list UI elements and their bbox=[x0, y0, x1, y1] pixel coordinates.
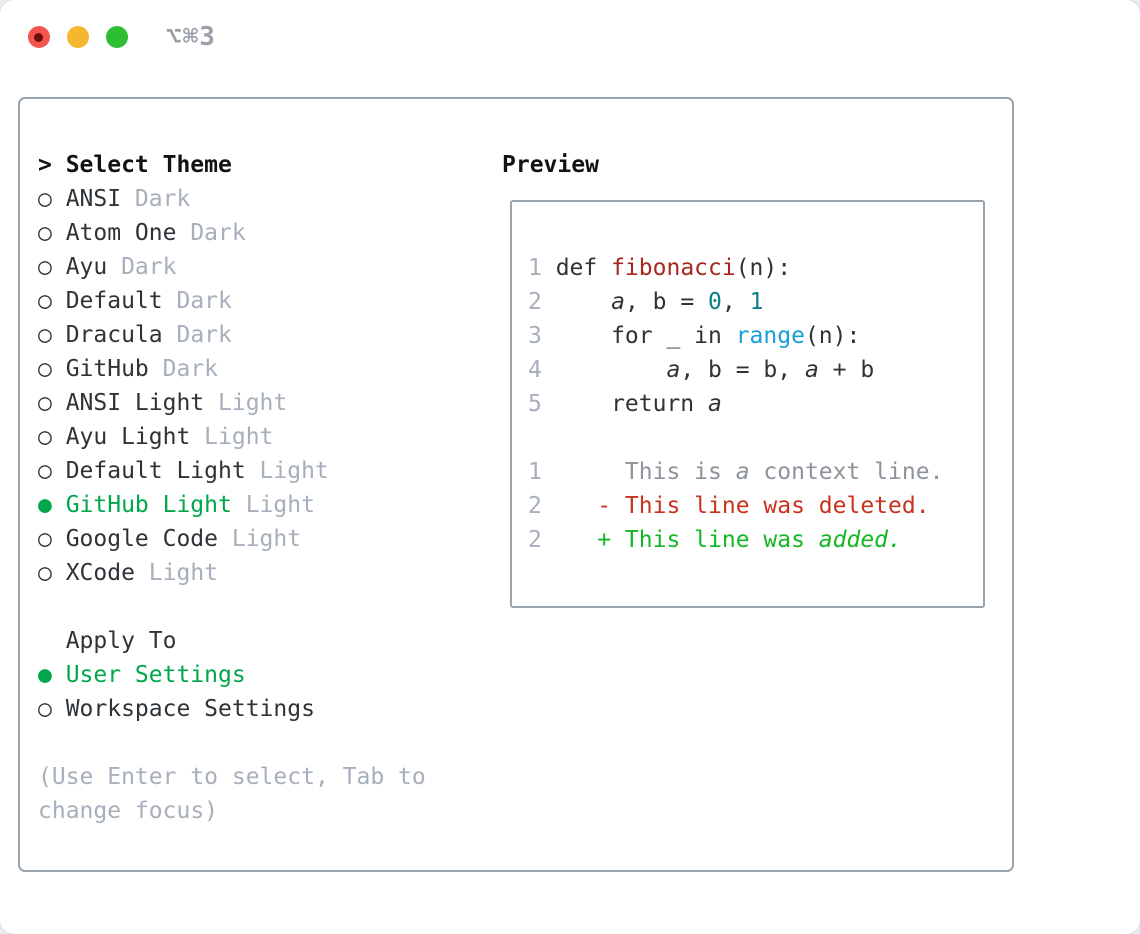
help-text-line1: (Use Enter to select, Tab to bbox=[38, 764, 426, 790]
theme-option-ansi-dark[interactable]: ○ ANSI Dark bbox=[38, 182, 426, 216]
theme-label: GitHub bbox=[65, 356, 149, 382]
theme-variant: Light bbox=[148, 560, 219, 586]
theme-label: ANSI Light bbox=[65, 390, 205, 416]
theme-option-ayu-dark[interactable]: ○ Ayu Dark bbox=[38, 250, 426, 284]
focus-caret-icon: > bbox=[38, 152, 52, 178]
window-shortcut-label: ⌥⌘3 bbox=[166, 22, 216, 52]
theme-label: Dracula bbox=[65, 322, 163, 348]
line-number: 2 bbox=[528, 527, 542, 553]
title-bar: ⌥⌘3 bbox=[0, 0, 1140, 72]
theme-option-xcode[interactable]: ○ XCode Light bbox=[38, 556, 426, 590]
radio-icon: ○ bbox=[38, 186, 52, 212]
theme-variant: Light bbox=[259, 458, 329, 484]
line-number: 1 bbox=[528, 255, 542, 281]
theme-variant: Dark bbox=[176, 322, 232, 348]
theme-variant: Light bbox=[245, 492, 315, 518]
radio-icon: ○ bbox=[38, 560, 52, 586]
theme-label: XCode bbox=[65, 560, 135, 586]
theme-option-google-code[interactable]: ○ Google Code Light bbox=[38, 522, 426, 556]
code-line: 1 def fibonacci(n): bbox=[528, 251, 983, 285]
theme-label: ANSI bbox=[65, 186, 122, 212]
radio-icon: ○ bbox=[38, 356, 52, 382]
theme-label: Ayu bbox=[65, 254, 108, 280]
select-theme-header: > Select Theme bbox=[38, 148, 426, 182]
diff-text: - This line was deleted. bbox=[555, 493, 930, 519]
line-number: 4 bbox=[528, 357, 542, 383]
theme-variant: Dark bbox=[162, 356, 219, 382]
line-number: 1 bbox=[528, 459, 542, 485]
apply-option-label: User Settings bbox=[65, 662, 246, 688]
code-line: 4 a, b = b, a + b bbox=[528, 353, 983, 387]
radio-selected-icon: ● bbox=[38, 662, 52, 688]
theme-variant: Light bbox=[204, 424, 274, 450]
main-panel: > Select Theme ○ ANSI Dark ○ Atom One Da… bbox=[18, 97, 1014, 872]
line-number: 5 bbox=[528, 391, 542, 417]
theme-variant: Dark bbox=[190, 220, 246, 246]
radio-icon: ○ bbox=[38, 390, 52, 416]
apply-option-workspace-settings[interactable]: ○ Workspace Settings bbox=[38, 692, 426, 726]
theme-option-github-dark[interactable]: ○ GitHub Dark bbox=[38, 352, 426, 386]
diff-context-line: 1 This is a context line. bbox=[528, 455, 983, 489]
theme-option-ayu-light[interactable]: ○ Ayu Light Light bbox=[38, 420, 426, 454]
theme-option-ansi-light[interactable]: ○ ANSI Light Light bbox=[38, 386, 426, 420]
radio-icon: ○ bbox=[38, 288, 52, 314]
preview-title: Preview bbox=[502, 152, 599, 178]
code-line: 5 return a bbox=[528, 387, 983, 421]
theme-option-default-dark[interactable]: ○ Default Dark bbox=[38, 284, 426, 318]
radio-icon: ○ bbox=[38, 322, 52, 348]
zoom-button[interactable] bbox=[106, 26, 128, 48]
close-indicator-dot bbox=[34, 33, 43, 42]
theme-selector: > Select Theme ○ ANSI Dark ○ Atom One Da… bbox=[38, 148, 426, 828]
theme-label: Google Code bbox=[65, 526, 219, 552]
code-text: a, b = 0, 1 bbox=[611, 289, 764, 315]
diff-text: + This line was added. bbox=[555, 527, 902, 553]
radio-selected-icon: ● bbox=[38, 492, 52, 518]
code-text: def fibonacci(n): bbox=[555, 255, 792, 281]
radio-icon: ○ bbox=[38, 220, 52, 246]
code-text: a, b = b, a + b bbox=[666, 357, 875, 383]
theme-label: Atom One bbox=[65, 220, 177, 246]
apply-to-header: Apply To bbox=[38, 624, 426, 658]
radio-icon: ○ bbox=[38, 526, 52, 552]
radio-icon: ○ bbox=[38, 696, 52, 722]
radio-icon: ○ bbox=[38, 424, 52, 450]
theme-variant: Light bbox=[218, 390, 288, 416]
diff-deleted-line: 2 - This line was deleted. bbox=[528, 489, 983, 523]
radio-icon: ○ bbox=[38, 458, 52, 484]
diff-text: This is a context line. bbox=[555, 459, 944, 485]
theme-option-atom-one-dark[interactable]: ○ Atom One Dark bbox=[38, 216, 426, 250]
indent bbox=[38, 624, 66, 658]
help-text-line2: change focus) bbox=[38, 798, 219, 824]
diff-added-line: 2 + This line was added. bbox=[528, 523, 983, 557]
close-button[interactable] bbox=[28, 26, 50, 48]
theme-variant: Dark bbox=[176, 288, 232, 314]
select-theme-title: Select Theme bbox=[65, 152, 232, 178]
theme-variant: Dark bbox=[121, 254, 177, 280]
code-line: 2 a, b = 0, 1 bbox=[528, 285, 983, 319]
code-line: 3 for _ in range(n): bbox=[528, 319, 983, 353]
code-text: return a bbox=[555, 391, 722, 417]
theme-option-dracula-dark[interactable]: ○ Dracula Dark bbox=[38, 318, 426, 352]
theme-variant: Light bbox=[231, 526, 302, 552]
theme-label: Default Light bbox=[65, 458, 246, 484]
theme-label: Ayu Light bbox=[65, 424, 191, 450]
code-text: for _ in range(n): bbox=[555, 323, 861, 349]
radio-icon: ○ bbox=[38, 254, 52, 280]
line-number: 2 bbox=[528, 289, 542, 315]
theme-variant: Dark bbox=[134, 186, 191, 212]
line-number: 3 bbox=[528, 323, 542, 349]
apply-option-label: Workspace Settings bbox=[65, 696, 315, 722]
apply-option-user-settings[interactable]: ● User Settings bbox=[38, 658, 426, 692]
apply-to-title: Apply To bbox=[65, 628, 177, 654]
theme-option-github-light[interactable]: ● GitHub Light Light bbox=[38, 488, 426, 522]
line-number: 2 bbox=[528, 493, 542, 519]
preview-code-box: 1 def fibonacci(n): 2 a, b = 0, 1 3 for … bbox=[510, 200, 985, 608]
minimize-button[interactable] bbox=[67, 26, 89, 48]
theme-option-default-light[interactable]: ○ Default Light Light bbox=[38, 454, 426, 488]
theme-label: GitHub Light bbox=[65, 492, 232, 518]
theme-label: Default bbox=[65, 288, 163, 314]
